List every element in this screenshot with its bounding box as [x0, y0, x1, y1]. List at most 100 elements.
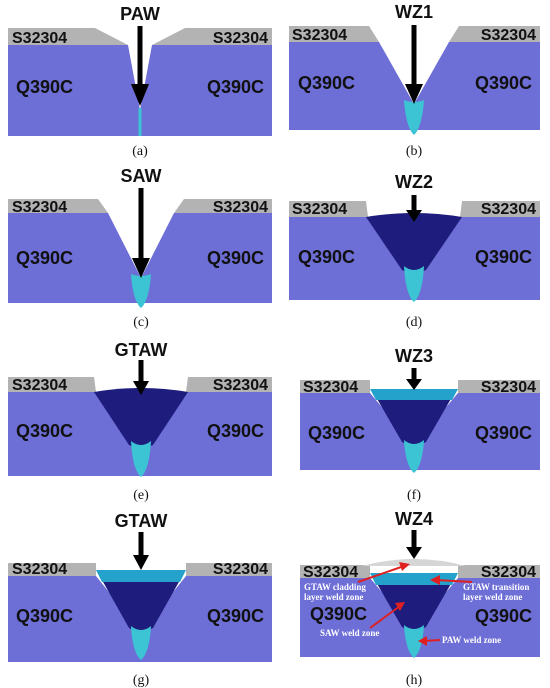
- cladding-label-left: S32304: [303, 564, 358, 581]
- panel-caption: (b): [406, 144, 423, 159]
- process-arrow-head: [133, 381, 149, 395]
- panel-caption: (c): [133, 315, 149, 330]
- cladding-right: [186, 563, 272, 576]
- cladding-left: [289, 26, 379, 42]
- base-label-left: Q390C: [16, 606, 73, 626]
- process-arrow-head: [405, 84, 423, 104]
- saw-root-weld: [131, 274, 151, 308]
- cladding-label-left: S32304: [292, 201, 347, 218]
- panel-f: WZ3 S32304 S32304 Q390C Q390C (f): [300, 346, 540, 503]
- saw-fill-weld: [376, 582, 452, 633]
- process-arrow-head: [406, 210, 422, 222]
- base-metal: [300, 393, 540, 470]
- gtaw-fill-weld: [102, 580, 180, 634]
- cladding-label-left: S32304: [292, 27, 347, 44]
- annotation-gtaw-transition-line2: layer weld zone: [463, 592, 522, 602]
- saw-fill-weld: [366, 213, 462, 273]
- gtaw-transition-layer: [370, 573, 458, 585]
- base-metal: [289, 217, 540, 300]
- process-arrow-shaft: [138, 360, 144, 382]
- process-arrow-shaft: [411, 368, 417, 380]
- base-metal: [289, 42, 540, 130]
- process-label: WZ2: [395, 172, 433, 192]
- process-label: WZ4: [395, 509, 433, 529]
- process-arrow-shaft: [138, 532, 144, 556]
- gtaw-fill-weld: [376, 397, 452, 448]
- process-arrow-shaft: [411, 195, 417, 211]
- annotation-gtaw-cladding-line2: layer weld zone: [304, 592, 363, 602]
- cladding-label-right: S32304: [481, 564, 536, 581]
- gtaw-cladding-cap-weld: [362, 559, 466, 566]
- annotation-arrow-transition-head: [430, 575, 440, 585]
- process-arrow-head: [131, 84, 149, 106]
- cladding-left: [300, 565, 370, 578]
- gtaw-transition-layer: [370, 389, 458, 400]
- process-arrow-head: [406, 547, 422, 559]
- wz2-root-weld: [404, 266, 424, 302]
- panel-d: WZ2 S32304 S32304 Q390C Q390C (d): [289, 172, 540, 330]
- process-label: PAW: [120, 4, 160, 24]
- cladding-label-left: S32304: [12, 561, 67, 578]
- base-label-left: Q390C: [310, 604, 367, 624]
- cladding-label-left: S32304: [12, 377, 67, 394]
- panel-caption: (g): [133, 673, 150, 688]
- cladding-label-right: S32304: [213, 199, 268, 216]
- cladding-label-left: S32304: [12, 199, 67, 216]
- cladding-right: [174, 199, 272, 213]
- base-label-right: Q390C: [207, 421, 264, 441]
- cladding-left: [8, 28, 128, 45]
- cladding-label-right: S32304: [481, 379, 536, 396]
- base-label-right: Q390C: [207, 606, 264, 626]
- base-metal: [300, 578, 540, 657]
- process-arrow-shaft: [411, 25, 417, 85]
- panel-a: PAW S32304 S32304 Q390C Q390C (a): [8, 4, 272, 159]
- process-label: WZ3: [395, 346, 433, 366]
- annotation-paw-zone: PAW weld zone: [442, 635, 501, 645]
- paw-root-weld: [138, 108, 142, 136]
- base-metal: [8, 392, 272, 476]
- process-label: GTAW: [115, 511, 168, 531]
- process-arrow-head: [133, 555, 149, 570]
- cladding-label-left: S32304: [12, 30, 67, 47]
- cladding-left: [8, 199, 108, 213]
- root-weld: [404, 440, 424, 473]
- cladding-right: [186, 377, 272, 392]
- process-arrow-shaft: [137, 26, 143, 86]
- process-label: SAW: [120, 166, 161, 186]
- process-label: WZ1: [395, 2, 433, 22]
- cladding-label-right: S32304: [213, 30, 268, 47]
- gtaw-transition-layer: [96, 570, 186, 582]
- panel-caption: (f): [407, 488, 421, 503]
- cladding-left: [300, 380, 370, 393]
- root-weld: [131, 441, 151, 477]
- cladding-label-right: S32304: [481, 27, 536, 44]
- panel-c: SAW S32304 S32304 Q390C Q390C (c): [8, 166, 272, 330]
- cladding-right: [458, 380, 540, 393]
- panel-g: GTAW S32304 S32304 Q390C Q390C (g): [8, 511, 272, 688]
- base-label-left: Q390C: [298, 73, 355, 93]
- cladding-label-right: S32304: [213, 377, 268, 394]
- base-label-right: Q390C: [475, 247, 532, 267]
- base-metal: [8, 213, 272, 303]
- annotation-gtaw-transition-line1: GTAW transition: [463, 582, 529, 592]
- annotation-arrow-cladding-head: [399, 562, 410, 571]
- annotation-arrow-saw: [369, 605, 401, 629]
- base-label-right: Q390C: [475, 73, 532, 93]
- panel-caption: (e): [133, 488, 149, 503]
- cladding-left: [8, 563, 96, 576]
- annotation-arrow-cladding: [357, 565, 405, 583]
- base-label-right: Q390C: [207, 77, 264, 97]
- cladding-left: [8, 377, 96, 392]
- paw-root-weld: [404, 625, 424, 658]
- panel-caption: (a): [132, 144, 148, 159]
- wz1-root-weld: [404, 100, 424, 135]
- saw-fill-weld: [94, 388, 188, 448]
- process-arrow-shaft: [138, 188, 144, 260]
- process-arrow-head: [406, 379, 422, 390]
- annotation-gtaw-cladding-line1: GTAW cladding: [304, 582, 366, 592]
- panel-e: GTAW S32304 S32304 Q390C Q390C (e): [8, 340, 272, 503]
- cladding-left: [289, 201, 368, 217]
- base-label-left: Q390C: [16, 421, 73, 441]
- annotation-arrow-saw-head: [395, 602, 405, 611]
